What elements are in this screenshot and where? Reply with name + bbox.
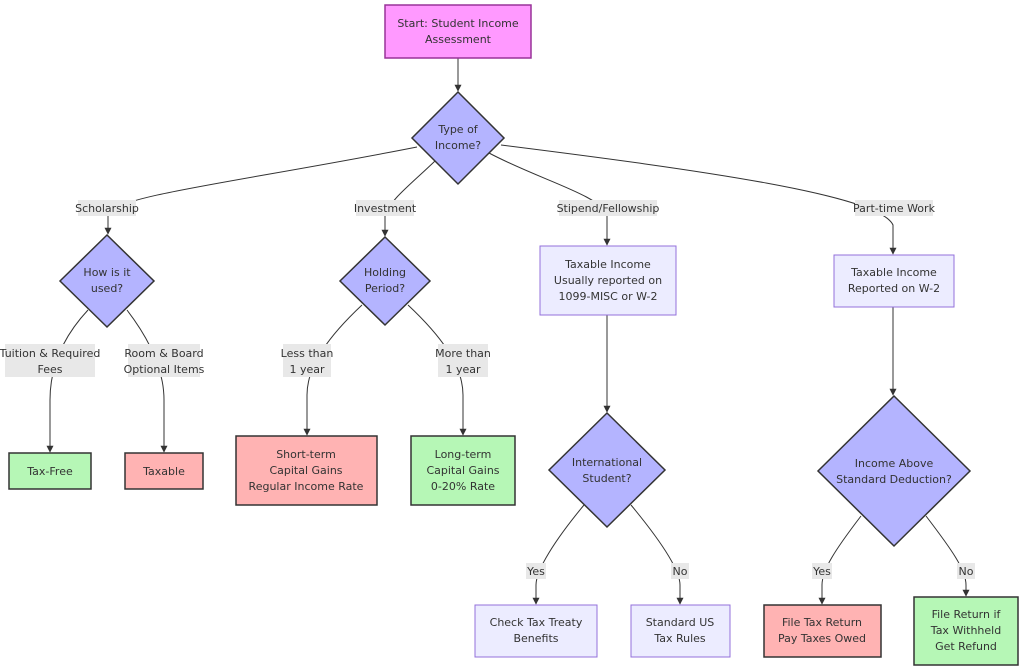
edge-label-scholarship: Scholarship xyxy=(75,200,139,216)
edge-label-no-above-text: No xyxy=(959,565,974,578)
node-holding-line1: Holding xyxy=(364,266,406,279)
node-stipend-line2: Usually reported on xyxy=(554,274,662,287)
edge-label-more-line1: More than xyxy=(435,347,491,360)
edge-label-parttime-text: Part-time Work xyxy=(853,202,936,215)
edge-label-less-line2: 1 year xyxy=(289,363,325,376)
edge-label-more: More than 1 year xyxy=(435,344,491,377)
node-income-above-deduction: Income Above Standard Deduction? xyxy=(816,394,972,548)
node-type-of-income: Type of Income? xyxy=(410,90,506,186)
node-filepay-line1: File Tax Return xyxy=(782,616,862,629)
node-treaty-line1: Check Tax Treaty xyxy=(490,616,583,629)
node-filerefund-line3: Get Refund xyxy=(935,640,997,653)
node-long-term-gains: Long-term Capital Gains 0-20% Rate xyxy=(410,435,516,506)
edge-label-less: Less than 1 year xyxy=(281,344,334,377)
node-standard-line2: Tax Rules xyxy=(653,632,706,645)
edge-label-tuition-line1: Tuition & Required xyxy=(0,347,100,360)
edge-label-stipend-text: Stipend/Fellowship xyxy=(557,202,660,215)
edge-type-to-stipend xyxy=(488,152,611,246)
edge-label-yes-above: Yes xyxy=(812,563,832,579)
edge-used-to-taxable xyxy=(126,309,168,453)
node-longterm-line3: 0-20% Rate xyxy=(431,480,495,493)
node-shortterm-line3: Regular Income Rate xyxy=(249,480,364,493)
edge-type-to-parttime xyxy=(500,144,897,255)
nodes: Start: Student Income Assessment Type of… xyxy=(8,4,1019,666)
node-start: Start: Student Income Assessment xyxy=(384,4,532,59)
edge-label-no-above: No xyxy=(957,563,975,579)
node-file-pay: File Tax Return Pay Taxes Owed xyxy=(763,604,882,658)
node-filerefund-line2: Tax Withheld xyxy=(930,624,1001,637)
edge-labels: Scholarship Investment Stipend/Fellowshi… xyxy=(0,200,975,579)
node-above-line1: Income Above xyxy=(855,457,934,470)
node-stipend-taxable-income: Taxable Income Usually reported on 1099-… xyxy=(539,245,677,316)
edge-label-room-line1: Room & Board xyxy=(124,347,203,360)
edges xyxy=(46,58,970,605)
node-parttime-line1: Taxable Income xyxy=(850,266,937,279)
node-standard-us-tax: Standard US Tax Rules xyxy=(630,604,731,658)
node-filerefund-line1: File Return if xyxy=(932,608,1002,621)
edge-label-parttime: Part-time Work xyxy=(853,200,936,216)
node-start-line1: Start: Student Income xyxy=(397,17,519,30)
edge-label-investment: Investment xyxy=(354,200,417,216)
node-longterm-line2: Capital Gains xyxy=(426,464,499,477)
edge-label-scholarship-text: Scholarship xyxy=(75,202,139,215)
node-shortterm-line2: Capital Gains xyxy=(269,464,342,477)
edge-intl-to-treaty xyxy=(532,504,585,605)
edge-label-more-line2: 1 year xyxy=(445,363,481,376)
node-holding-line2: Period? xyxy=(365,282,405,295)
edge-intl-to-standard xyxy=(630,504,684,605)
node-start-line2: Assessment xyxy=(425,33,492,46)
edge-label-stipend: Stipend/Fellowship xyxy=(557,200,660,216)
node-stipend-line1: Taxable Income xyxy=(564,258,651,271)
edge-label-no-intl-text: No xyxy=(673,565,688,578)
edge-used-to-taxfree xyxy=(46,309,89,453)
node-file-refund: File Return if Tax Withheld Get Refund xyxy=(913,596,1019,666)
node-intl-line2: Student? xyxy=(582,472,631,485)
node-how-is-it-used: How is it used? xyxy=(58,233,156,329)
node-parttime-line2: Reported on W-2 xyxy=(848,282,940,295)
edge-above-to-filerefund xyxy=(925,515,970,597)
edge-above-to-filepay xyxy=(818,515,862,605)
edge-label-room-line2: Optional Items xyxy=(124,363,205,376)
edge-type-to-investment xyxy=(381,160,436,237)
node-treaty-line2: Benefits xyxy=(513,632,558,645)
node-short-term-gains: Short-term Capital Gains Regular Income … xyxy=(235,435,378,506)
node-tax-free: Tax-Free xyxy=(8,452,92,490)
node-taxfree-text: Tax-Free xyxy=(26,465,73,478)
node-type-line1: Type of xyxy=(437,123,478,136)
node-longterm-line1: Long-term xyxy=(435,448,492,461)
node-parttime-taxable-income: Taxable Income Reported on W-2 xyxy=(833,254,955,308)
node-above-line2: Standard Deduction? xyxy=(836,473,952,486)
node-standard-line1: Standard US xyxy=(646,616,715,629)
node-taxable: Taxable xyxy=(124,452,204,490)
node-holding-period: Holding Period? xyxy=(338,235,432,327)
edge-label-tuition: Tuition & Required Fees xyxy=(0,344,100,377)
node-check-tax-treaty: Check Tax Treaty Benefits xyxy=(474,604,598,658)
node-type-line2: Income? xyxy=(435,139,481,152)
node-used-line2: used? xyxy=(91,282,123,295)
edge-label-investment-text: Investment xyxy=(354,202,417,215)
edge-label-yes-intl-text: Yes xyxy=(526,565,545,578)
edge-label-no-intl: No xyxy=(671,563,689,579)
edge-label-room: Room & Board Optional Items xyxy=(124,344,205,377)
node-shortterm-line1: Short-term xyxy=(276,448,336,461)
node-used-line1: How is it xyxy=(83,266,131,279)
edge-type-to-scholarship xyxy=(104,146,418,235)
node-filepay-line2: Pay Taxes Owed xyxy=(778,632,866,645)
edge-label-yes-intl: Yes xyxy=(526,563,546,579)
edge-label-tuition-line2: Fees xyxy=(38,363,63,376)
node-intl-line1: International xyxy=(572,456,642,469)
node-international-student: International Student? xyxy=(547,411,667,529)
node-taxable-text: Taxable xyxy=(142,465,185,478)
edge-label-yes-above-text: Yes xyxy=(812,565,831,578)
node-stipend-line3: 1099-MISC or W-2 xyxy=(558,290,657,303)
edge-label-less-line1: Less than xyxy=(281,347,334,360)
